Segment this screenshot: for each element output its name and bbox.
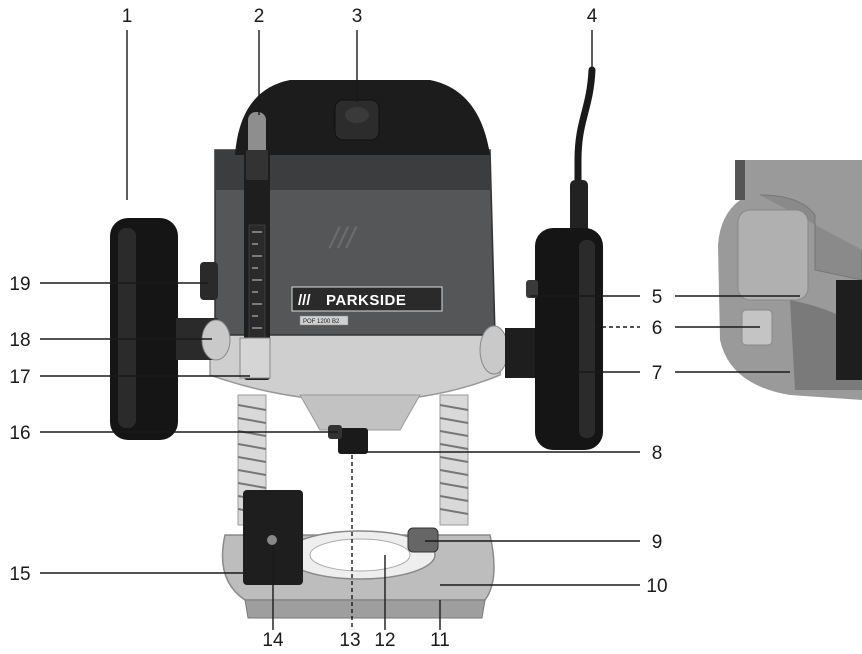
callout-5: 5: [652, 287, 663, 308]
housing-slashes: ///: [328, 222, 358, 255]
power-cord: [574, 66, 596, 234]
callout-9: 9: [652, 532, 663, 553]
callout-12: 12: [374, 630, 395, 651]
depth-stop-rod: [239, 112, 271, 380]
switch-detail-inset: [718, 160, 862, 400]
callout-8: 8: [652, 443, 663, 464]
callout-15: 15: [9, 564, 30, 585]
router-illustration: /// /// PARKSIDE POF 1200 B2: [110, 66, 603, 619]
switch-lock-button: [526, 280, 538, 298]
callout-7: 7: [652, 363, 663, 384]
lock-knob: [407, 527, 439, 553]
leader-lines: [40, 30, 800, 630]
brand-slashes: ///: [298, 292, 311, 309]
right-handle: [479, 228, 603, 450]
callout-18: 18: [9, 330, 30, 351]
callout-2: 2: [254, 6, 265, 27]
callout-3: 3: [352, 6, 363, 27]
depth-lock-lever: [200, 262, 218, 300]
callout-11: 11: [430, 630, 450, 651]
brand-name: PARKSIDE: [326, 292, 406, 309]
callout-6: 6: [652, 318, 663, 339]
callout-1: 1: [122, 6, 133, 27]
callout-13: 13: [339, 630, 360, 651]
guide-columns: [237, 394, 469, 526]
callout-17: 17: [9, 367, 30, 388]
callout-14: 14: [262, 630, 284, 651]
collet-nut: [338, 428, 368, 454]
brand-badge: /// PARKSIDE POF 1200 B2: [291, 286, 443, 326]
cord-sleeve: [570, 180, 588, 235]
callout-labels: 1 2 3 4 5 6 7 8 9 10 11 12 13 14 15 16 1…: [9, 6, 667, 651]
inset-switch: [737, 209, 809, 301]
collet-cone: [299, 394, 421, 431]
callout-4: 4: [587, 6, 598, 27]
callout-10: 10: [646, 576, 667, 597]
left-handle: [110, 218, 231, 440]
callout-19: 19: [9, 274, 30, 295]
model-label: POF 1200 B2: [303, 319, 340, 325]
callout-16: 16: [9, 423, 30, 444]
